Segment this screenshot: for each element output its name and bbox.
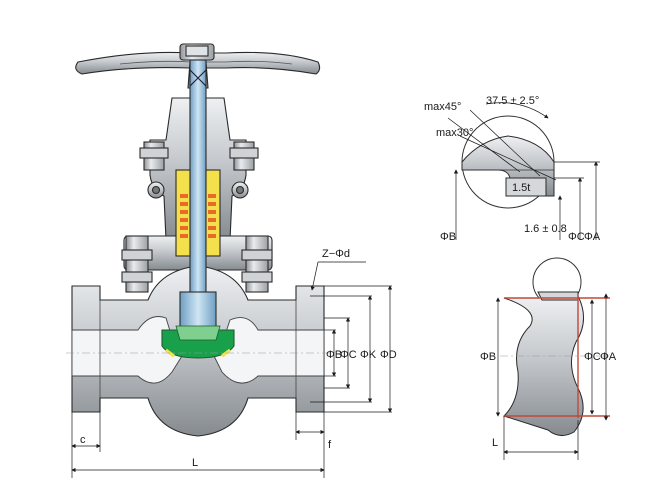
gland-bolt-icon <box>121 141 273 293</box>
label-max30: max30° <box>436 127 473 139</box>
valve-dimensions <box>71 261 393 478</box>
label-phi-b: ΦB <box>326 349 342 361</box>
valve-dimension-labels: Z−Φd ΦB ΦC ΦK ΦD c L f <box>80 248 397 469</box>
label-max45: max45° <box>424 101 461 113</box>
butt-weld-end-detail <box>447 102 600 240</box>
label-phi-k: ΦK <box>360 349 377 361</box>
label-root-face: 1.6 ± 0.8 <box>524 223 567 235</box>
label-bevel-angle: 37.5 ± 2.5° <box>486 95 539 107</box>
label-weld-phi-c: ΦC <box>568 231 585 243</box>
label-socket-phi-a: ΦA <box>600 351 617 363</box>
label-weld-phi-a: ΦA <box>584 231 601 243</box>
stem-packing <box>175 169 221 257</box>
socket-weld-end-detail <box>495 257 610 460</box>
label-z-phi-d: Z−Φd <box>322 248 350 260</box>
globe-valve-section <box>66 43 330 437</box>
weld-end-labels: max45° 37.5 ± 2.5° max30° 1.5t 1.6 ± 0.8… <box>424 95 601 243</box>
label-socket-phi-c: ΦC <box>584 351 601 363</box>
label-c: c <box>80 434 86 446</box>
label-f: f <box>328 439 332 451</box>
label-weld-phi-b: ΦB <box>440 231 456 243</box>
label-socket-l: L <box>492 437 498 449</box>
label-1-5t: 1.5t <box>512 182 530 194</box>
stem <box>189 59 207 301</box>
label-l: L <box>192 457 198 469</box>
label-phi-d: ΦD <box>380 349 397 361</box>
label-socket-phi-b: ΦB <box>480 351 496 363</box>
label-phi-c: ΦC <box>340 349 357 361</box>
socket-end-labels: ΦB ΦC ΦA L <box>480 351 617 449</box>
